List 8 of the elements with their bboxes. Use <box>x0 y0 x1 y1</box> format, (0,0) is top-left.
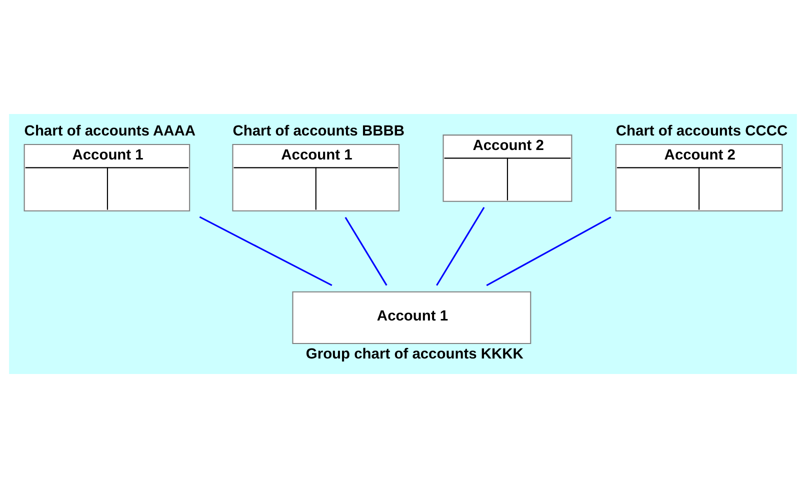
connector <box>199 216 332 286</box>
connector <box>486 216 612 286</box>
node-label: Chart of accounts BBBB <box>232 122 404 139</box>
connector <box>436 206 485 286</box>
node-label: Chart of accounts AAAA <box>24 122 196 139</box>
node-label: Group chart of accounts KKKK <box>306 346 524 362</box>
connector <box>344 216 388 286</box>
node-label: Chart of accounts CCCC <box>616 122 788 139</box>
